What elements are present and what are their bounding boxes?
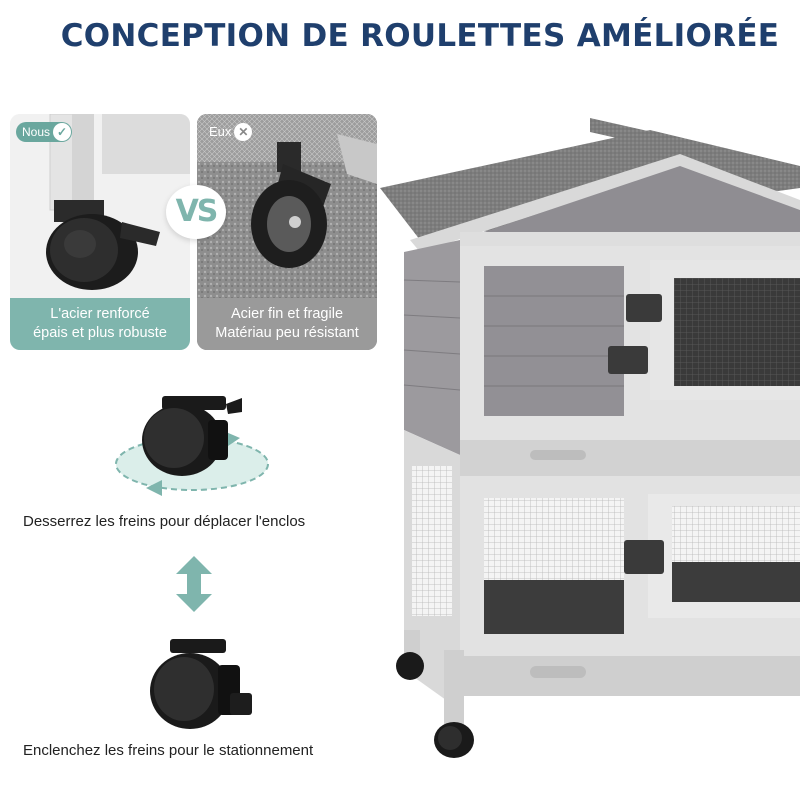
badge-theirs-label: Eux	[209, 124, 232, 139]
engage-brakes-text: Enclenchez les freins pour le stationnem…	[23, 742, 314, 759]
released-caster-illustration	[115, 396, 269, 496]
comparison-card-ours: Nous ✓ L'acier renforcé épais et plus ro…	[10, 114, 190, 350]
badge-theirs: Eux ✕	[203, 122, 253, 142]
rotate-arrow-icon	[146, 432, 240, 496]
weak-caster-photo	[197, 114, 377, 298]
locked-caster-illustration	[150, 639, 252, 729]
caption-ours-line1: L'acier renforcé	[50, 306, 150, 322]
vs-badge: VS	[166, 185, 226, 239]
check-icon: ✓	[53, 123, 72, 141]
caption-ours: L'acier renforcé épais et plus robuste	[10, 298, 190, 350]
badge-ours: Nous ✓	[16, 122, 73, 142]
caption-theirs-line2: Matériau peu résistant	[215, 325, 359, 341]
caption-ours-line2: épais et plus robuste	[33, 325, 167, 341]
caption-theirs: Acier fin et fragile Matériau peu résist…	[197, 298, 377, 350]
rabbit-hutch-illustration	[380, 118, 800, 758]
cross-icon: ✕	[234, 123, 253, 141]
comparison-card-theirs: Eux ✕ Acier fin et fragile Matériau peu …	[197, 114, 377, 350]
badge-ours-label: Nous	[22, 125, 51, 139]
page-title: CONCEPTION DE ROULETTES AMÉLIORÉE	[60, 18, 780, 54]
release-brakes-text: Desserrez les freins pour déplacer l'enc…	[23, 513, 306, 530]
up-down-arrow-icon	[176, 556, 212, 612]
reinforced-caster-photo	[10, 114, 190, 298]
caption-theirs-line1: Acier fin et fragile	[230, 306, 344, 322]
